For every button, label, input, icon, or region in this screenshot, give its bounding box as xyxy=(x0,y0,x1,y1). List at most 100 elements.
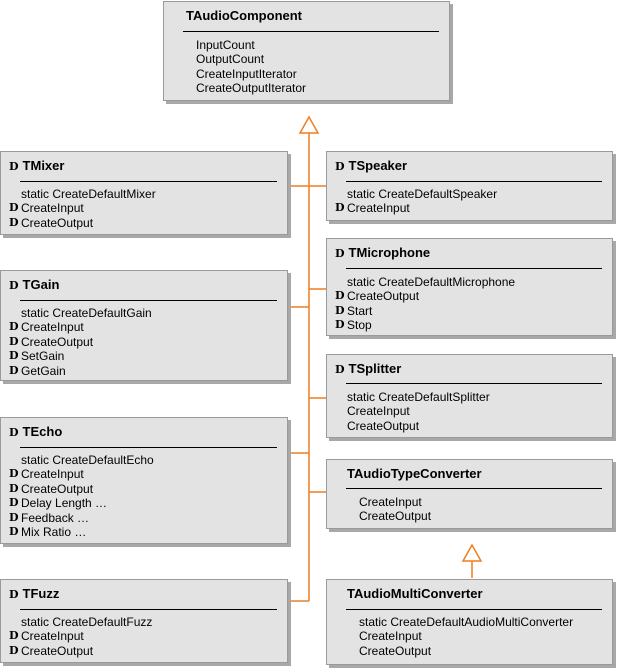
marker-icon: D xyxy=(335,160,345,173)
marker-icon: D xyxy=(335,289,345,303)
member-label: static CreateDefaultSpeaker xyxy=(347,187,498,201)
marker-icon: D xyxy=(9,467,19,481)
member-label: CreateInput xyxy=(21,201,84,216)
class-name: TSpeaker xyxy=(348,158,408,173)
class-divider xyxy=(346,268,602,269)
member-label: CreateInput xyxy=(359,495,422,509)
member-label: CreateOutput xyxy=(21,215,94,230)
member-item: InputCount xyxy=(184,38,443,52)
member-label: CreateOutput xyxy=(21,643,94,658)
member-label: Feedback … xyxy=(21,510,90,525)
inheritance-arrow-sub xyxy=(461,543,483,562)
member-label: static CreateDefaultEcho xyxy=(21,453,154,467)
member-item: static CreateDefaultEcho xyxy=(9,453,281,467)
class-divider xyxy=(183,31,439,32)
marker-icon: D xyxy=(9,524,19,538)
inheritance-arrow xyxy=(298,115,320,134)
marker-icon: D xyxy=(9,215,19,229)
marker-icon: D xyxy=(9,426,19,439)
class-divider xyxy=(20,300,277,301)
member-item: static CreateDefaultGain xyxy=(9,306,281,320)
member-item: CreateInput xyxy=(347,629,606,643)
marker-icon: D xyxy=(335,201,345,215)
member-label: GetGain xyxy=(21,363,66,378)
member-label: Start xyxy=(347,303,373,318)
member-item: static CreateDefaultSplitter xyxy=(335,390,606,404)
member-label: CreateInput xyxy=(21,629,84,644)
marker-icon: D xyxy=(9,349,19,363)
class-name: TAudioComponent xyxy=(186,8,303,23)
class-name: TSplitter xyxy=(348,361,402,376)
marker-icon: D xyxy=(335,303,345,317)
member-label: static CreateDefaultSplitter xyxy=(347,390,490,404)
member-label: static CreateDefaultMicrophone xyxy=(347,275,516,289)
class-name: TMixer xyxy=(22,158,65,173)
member-label: CreateOutput xyxy=(347,418,420,433)
member-label: Stop xyxy=(347,318,372,333)
member-label: CreateOutputIterator xyxy=(196,81,307,96)
class-divider xyxy=(346,488,602,489)
class-name: TMicrophone xyxy=(348,245,431,260)
marker-icon: D xyxy=(9,496,19,510)
member-item: CreateOutput xyxy=(335,419,606,433)
marker-icon: D xyxy=(9,588,19,601)
member-label: OutputCount xyxy=(196,52,265,67)
member-item: CreateInput xyxy=(347,495,606,509)
marker-icon: D xyxy=(9,201,19,215)
class-box-t-audio-multi-converter: TAudioMultiConverter static CreateDefaul… xyxy=(326,579,613,665)
member-label: CreateOutput xyxy=(359,509,432,524)
member-label: CreateOutput xyxy=(21,334,94,349)
marker-icon: D xyxy=(9,363,19,377)
class-name: TFuzz xyxy=(22,586,60,601)
class-name: TAudioTypeConverter xyxy=(347,466,482,481)
marker-icon: D xyxy=(9,160,19,173)
member-label: CreateInput xyxy=(21,467,84,482)
marker-icon: D xyxy=(335,363,345,376)
member-label: InputCount xyxy=(196,38,255,52)
member-label: static CreateDefaultAudioMultiConverter xyxy=(359,615,574,629)
member-label: CreateInput xyxy=(347,201,410,216)
member-item: CreateInput xyxy=(335,404,606,418)
marker-icon: D xyxy=(335,318,345,332)
marker-icon: D xyxy=(9,510,19,524)
member-label: CreateInput xyxy=(347,404,410,419)
marker-icon: D xyxy=(9,334,19,348)
member-item: OutputCount xyxy=(184,52,443,66)
marker-icon: D xyxy=(9,481,19,495)
class-name: TGain xyxy=(22,277,60,292)
member-label: CreateOutput xyxy=(347,289,420,304)
member-label: CreateInput xyxy=(359,629,422,644)
member-item: CreateOutput xyxy=(347,644,606,658)
member-item: static CreateDefaultSpeaker xyxy=(335,187,606,201)
